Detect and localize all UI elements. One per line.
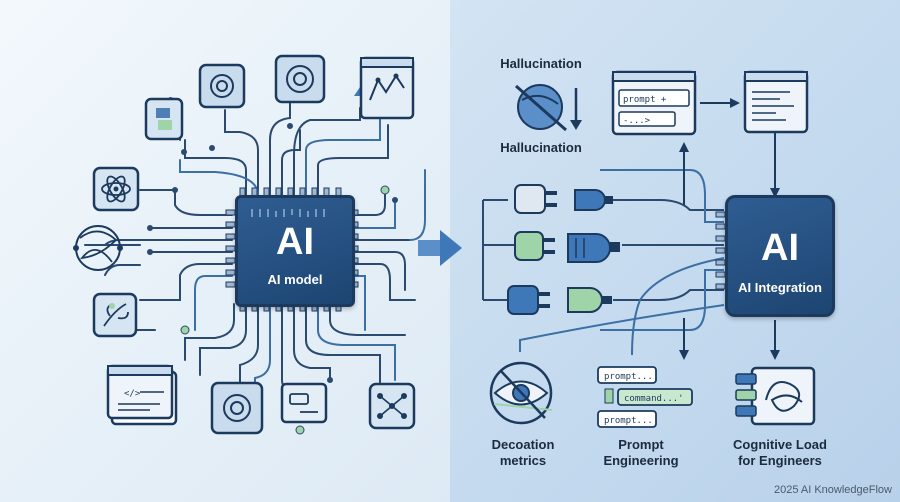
hallucination-top-label: Hallucination [500,56,582,71]
flower-icon [92,292,138,338]
hallucination-bottom-label: Hallucination [500,140,582,155]
chip-circuit-pattern [246,206,342,218]
prompt-line-1: prompt + [623,95,667,105]
chat-window-icon [280,382,328,424]
right-chip-title: AI [761,227,799,269]
right-chip-subtitle: AI Integration [738,280,822,295]
atom-icon [92,166,140,212]
code-symbol-text: </> [124,389,141,399]
prompt-bubble-3: prompt... [604,416,653,426]
hallucination-icon [515,84,582,132]
prompt-label-line1: Prompt [618,437,664,452]
cognitive-label-line2: for Engineers [738,453,822,468]
left-chip-title: AI [276,221,314,263]
chart-window-icon [359,56,415,120]
prompt-engineering-label: Prompt Engineering [586,437,696,469]
left-chip-subtitle: AI model [267,272,323,287]
eye-metrics-icon [489,361,553,425]
plug-connector-icon [514,231,620,263]
neural-brain-icon [73,225,123,271]
prompt-line-2: -...> [623,116,651,126]
openai-logo-icon [198,63,246,109]
plug-connector-icon [507,285,612,315]
plug-connector-icon [514,184,613,214]
code-list-window [743,70,809,134]
ai-integration-chip: AI AI Integration [725,195,835,317]
prompt-bubble-1: prompt... [604,372,653,382]
transition-arrow-icon [418,230,462,266]
decoration-label-line2: metrics [499,453,547,468]
openai-logo-icon [274,54,326,104]
prompt-bubbles: prompt... command...' prompt... [597,366,693,428]
openai-logo-icon [210,381,264,435]
decoration-label-line1: Decoation [491,437,555,452]
prompt-label-line2: Engineering [603,453,679,468]
prompt-window: prompt + -...> [611,70,697,136]
python-logo-icon [144,97,184,141]
watermark-text: 2025 AI KnowledgeFlow [773,484,892,496]
ai-model-chip: AI AI model [235,195,355,307]
decoration-metrics-label: Decoation metrics [468,437,578,469]
prompt-bubble-2: command...' [624,394,684,404]
network-graph-icon [368,382,416,430]
code-window-icon: </> [106,364,178,426]
cognitive-load-icon [735,366,816,426]
cognitive-label-line1: Cognitive Load [733,437,827,452]
cognitive-load-label: Cognitive Load for Engineers [720,437,840,469]
